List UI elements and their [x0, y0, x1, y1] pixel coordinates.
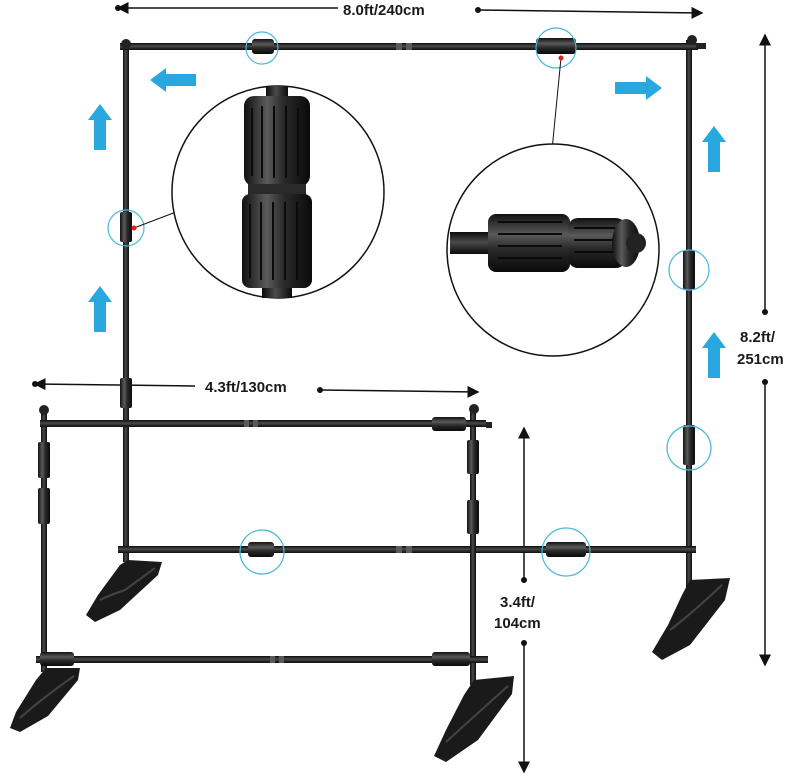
dimension-small-width: 4.3ft/130cm	[32, 378, 480, 398]
small-height-label-line1: 3.4ft/	[500, 594, 536, 611]
joint-ring-icon	[107, 27, 712, 577]
joint-zoom-callout-left	[171, 85, 385, 299]
large-height-label-line1: 8.2ft/	[740, 329, 776, 346]
large-width-label: 8.0ft/240cm	[343, 2, 425, 19]
small-frame	[10, 404, 514, 762]
small-width-label: 4.3ft/130cm	[205, 379, 287, 396]
dimension-large-height: 8.2ft/ 251cm	[737, 33, 784, 667]
large-height-label-line2: 251cm	[737, 351, 784, 368]
arrow-icon	[88, 68, 726, 378]
joint-zoom-callout-right	[446, 143, 660, 357]
small-height-label-line2: 104cm	[494, 615, 541, 632]
large-frame	[86, 35, 730, 660]
dimension-small-height: 3.4ft/ 104cm	[494, 426, 541, 774]
dimension-large-width: 8.0ft/240cm	[115, 2, 704, 19]
callout-pointers	[131, 55, 564, 231]
